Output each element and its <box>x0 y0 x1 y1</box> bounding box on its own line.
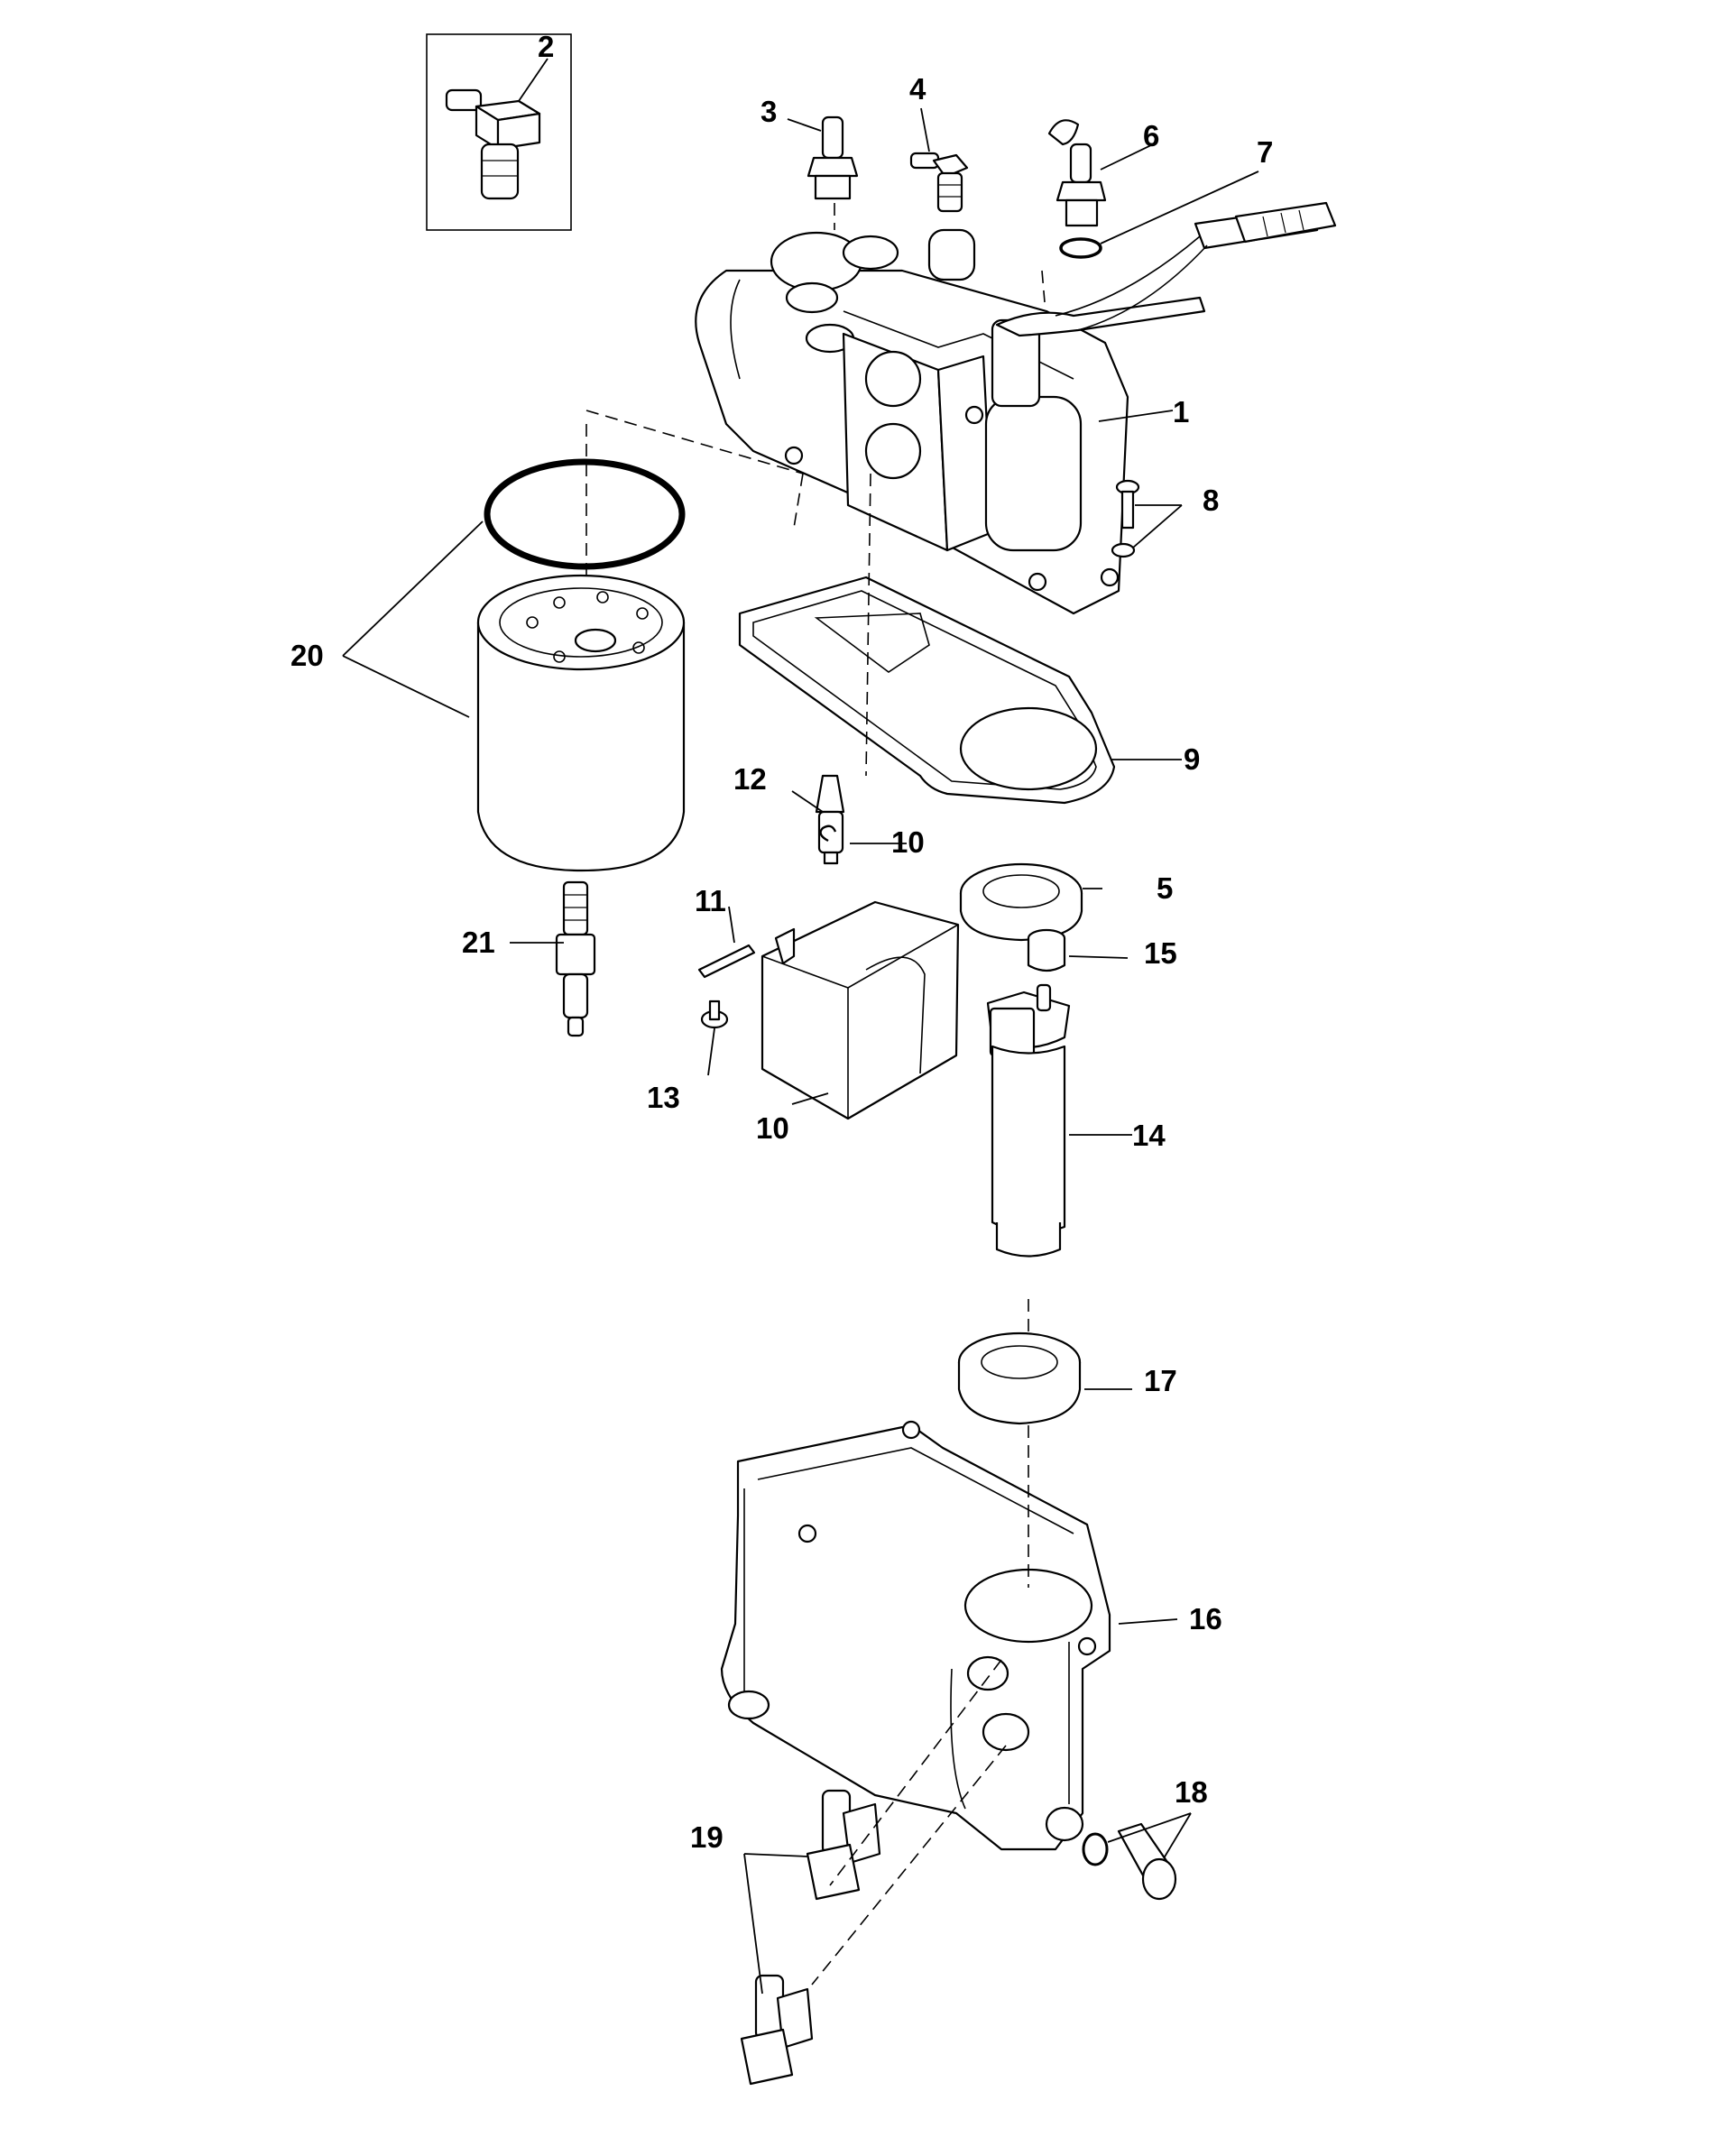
assembly-lines <box>585 203 1046 1986</box>
callout-13: 13 <box>647 1081 680 1114</box>
callout-4: 4 <box>909 72 926 106</box>
part-10-clip-small <box>819 825 837 843</box>
part-8-screw-washer <box>1111 479 1140 558</box>
part-20-fuel-filter <box>476 574 686 872</box>
part-3-fitting <box>807 115 859 200</box>
callout-10a: 10 <box>891 825 925 859</box>
callout-15: 15 <box>1144 936 1177 970</box>
callout-14: 14 <box>1132 1119 1166 1152</box>
callout-1: 1 <box>1173 395 1189 428</box>
callout-12: 12 <box>733 762 767 796</box>
part-6-sensor <box>1047 119 1107 227</box>
leader-lines <box>342 58 1259 1995</box>
part-2-elbow-fitting <box>445 88 541 200</box>
callout-17: 17 <box>1144 1364 1177 1397</box>
part-11-pin <box>697 944 756 979</box>
callout-19: 19 <box>690 1820 724 1854</box>
part-16-filter-base <box>720 1420 1111 1851</box>
callout-11: 11 <box>695 884 726 917</box>
part-7-o-ring <box>1059 237 1102 259</box>
callout-10b: 10 <box>756 1111 789 1145</box>
callout-2: 2 <box>538 30 554 63</box>
callout-8: 8 <box>1203 484 1219 517</box>
part-13-screw <box>700 1000 729 1029</box>
callout-7: 7 <box>1257 135 1273 169</box>
callout-3: 3 <box>760 95 777 128</box>
part-5-grommet <box>959 862 1083 942</box>
inset-box <box>426 33 572 231</box>
callout-5: 5 <box>1157 871 1173 905</box>
part-18-drain-plug <box>1082 1822 1177 1901</box>
callout-9: 9 <box>1184 742 1200 776</box>
callout-18: 18 <box>1175 1775 1208 1809</box>
part-4-fitting <box>909 152 969 213</box>
part-20-o-ring <box>484 458 686 570</box>
part-14-fuel-pump <box>986 983 1071 1258</box>
part-12-valve <box>815 774 845 865</box>
part-10-strainer <box>760 900 960 1120</box>
callout-labels: 1 2 3 4 5 6 7 8 9 10 10 11 12 13 14 15 1… <box>290 30 1273 1854</box>
part-9-gasket <box>738 576 1116 805</box>
callout-20: 20 <box>290 639 324 672</box>
part-19-elbow-fitting-lower <box>740 1974 814 2086</box>
part-1-filter-housing <box>695 201 1337 615</box>
callout-6: 6 <box>1143 119 1159 152</box>
part-19-elbow-fitting-upper <box>806 1789 881 1901</box>
part-15-sleeve <box>1027 928 1066 972</box>
part-21-water-sensor <box>555 880 596 1037</box>
callout-21: 21 <box>462 926 495 959</box>
callout-16: 16 <box>1189 1602 1222 1635</box>
part-17-grommet <box>957 1331 1082 1425</box>
